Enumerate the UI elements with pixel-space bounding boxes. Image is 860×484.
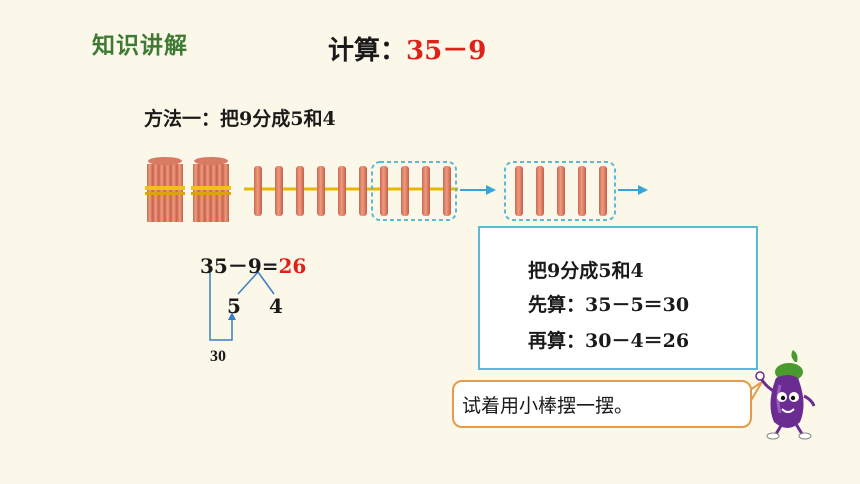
- dashed-group: [371, 161, 457, 221]
- intermediate-number: 30: [210, 348, 226, 365]
- explanation-line-1: 把9分成5和4: [528, 260, 644, 282]
- calc-label: 计算：: [328, 36, 407, 66]
- split-number-b: 4: [269, 294, 283, 318]
- eggplant-mascot-icon: [755, 350, 816, 440]
- split-line: [237, 271, 259, 295]
- speech-bubble: [452, 380, 752, 428]
- method-title: 方法一：把9分成5和4: [144, 108, 336, 130]
- calc-expression: 35－9: [406, 36, 487, 66]
- arrow-right-icon: [460, 185, 496, 195]
- dashed-group: [504, 161, 616, 221]
- speech-bubble-text: 试着用小棒摆一摆。: [462, 395, 634, 417]
- bracket-line: [209, 272, 233, 341]
- equation-left: 35－9=: [200, 254, 279, 278]
- explanation-line-3: 再算：30－4＝26: [528, 330, 690, 352]
- explanation-line-2: 先算：35－5＝30: [528, 294, 690, 316]
- arrow-up-icon: [228, 312, 236, 320]
- split-line: [257, 271, 275, 295]
- equation: 35－9=26: [200, 250, 306, 279]
- explanation-box: 把9分成5和4 先算：35－5＝30 再算：30－4＝26: [478, 226, 758, 370]
- split-number-a: 5: [227, 294, 241, 318]
- loose-sticks: [254, 166, 451, 216]
- stick-bundle: [145, 157, 185, 222]
- stick-bundle: [191, 157, 231, 222]
- calc-heading: 计算：35－9: [328, 30, 486, 67]
- arrow-right-icon: [618, 185, 648, 195]
- moved-sticks: [515, 166, 607, 216]
- equation-result: 26: [278, 254, 307, 278]
- section-title: 知识讲解: [92, 33, 188, 59]
